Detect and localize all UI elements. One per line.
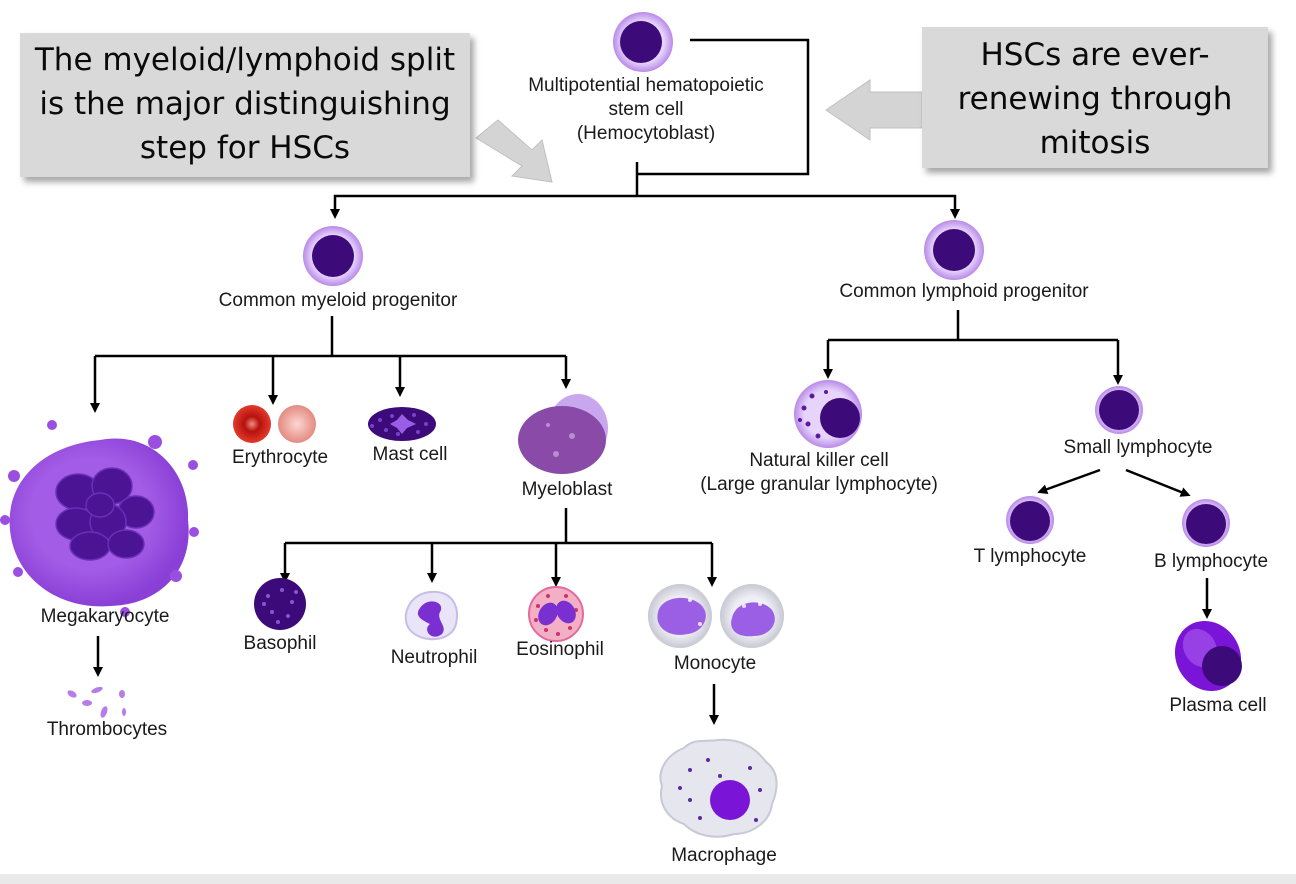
macrophage-label: Macrophage [671,845,777,866]
hsc-label-line-2: stem cell [608,99,684,120]
left-callout-arrow [475,119,553,183]
nk-cell-label-line-2: (Large granular lymphocyte) [700,474,938,495]
thrombocytes-label: Thrombocytes [46,719,168,740]
b-lymphocyte-cell [1182,499,1230,547]
nk-cell-label-line-1: Natural killer cell [749,450,889,471]
b-lymphocyte-label: B lymphocyte [1153,551,1269,572]
neutrophil-label: Neutrophil [390,647,478,668]
split-right [637,194,960,219]
plasma-cell-label: Plasma cell [1169,695,1267,716]
hsc-label: Multipotential hematopoietic stem cell (… [506,74,786,146]
basophil-label: Basophil [243,633,317,654]
callout-right-line-3: mitosis [1039,125,1151,161]
callout-left-line-1: The myeloid/lymphoid split [34,42,456,78]
small-lymphocyte-cell [1095,386,1143,434]
clp-cell [924,220,984,280]
arrow-to-t-lymphocyte [1037,468,1101,494]
myeloblast-label: Myeloblast [521,479,613,500]
basophil-cell [254,578,306,630]
plasma-cell [1174,620,1242,692]
callout-left-line-2: is the major distinguishing [39,86,451,122]
monocyte-cells [648,584,784,648]
megakaryocyte-label: Megakaryocyte [40,606,170,627]
hsc-label-line-1: Multipotential hematopoietic [528,75,764,96]
monocyte-label: Monocyte [673,653,757,674]
callout-myeloid-lymphoid: The myeloid/lymphoid split is the major … [20,33,470,177]
split-left [330,194,637,219]
eosinophil-cell [528,586,584,642]
neutrophil-cell [404,590,458,641]
erythrocyte-label: Erythrocyte [231,447,329,468]
macrophage-cell [659,738,778,838]
megakaryocyte-cell [0,420,199,617]
t-lymphocyte-cell [1006,496,1054,544]
mast-cell [368,407,436,441]
nk-cell [794,380,862,448]
hsc-cell [613,12,673,72]
connectors [90,38,1212,725]
right-callout-arrow [825,79,923,141]
callout-pointer-arrows [475,79,923,183]
nk-cell-label: Natural killer cell (Large granular lymp… [674,449,964,497]
cmp-label: Common myeloid progenitor [218,290,458,311]
callout-left-line-3: step for HSCs [139,130,351,166]
myeloblast-cell [518,394,608,474]
hsc-label-line-3: (Hemocytoblast) [576,123,716,144]
cmp-cell [303,226,363,286]
thrombocytes [67,686,126,718]
clp-label: Common lymphoid progenitor [839,281,1089,302]
callout-right-line-2: renewing through [957,81,1233,117]
arrow-to-b-lymphocyte [1125,468,1191,497]
bottom-band [0,874,1296,884]
callout-right-line-1: HSCs are ever- [980,37,1210,73]
eosinophil-label: Eosinophil [516,639,604,660]
callout-self-renewal: HSCs are ever- renewing through mitosis [922,27,1268,168]
self-renewal-loop [637,38,810,176]
t-lymphocyte-label: T lymphocyte [973,546,1087,567]
mast-cell-label: Mast cell [372,444,448,465]
small-lymphocyte-label: Small lymphocyte [1063,437,1213,458]
erythrocyte-cells [233,405,316,443]
